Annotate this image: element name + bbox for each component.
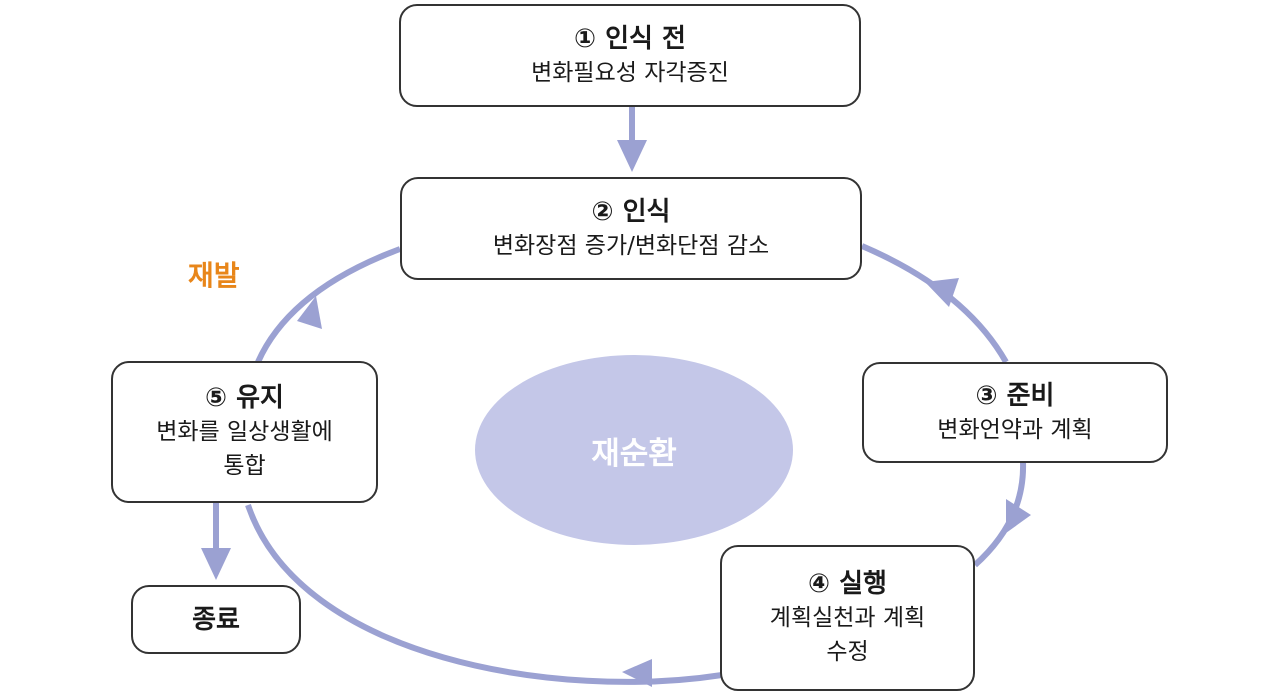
stage-contemplation-box: ② 인식 변화장점 증가/변화단점 감소 (400, 177, 862, 280)
stage-description: 계획실천과 계획 수정 (769, 605, 926, 665)
arrowhead-icon (1006, 499, 1031, 533)
relapse-label: 재발 (188, 259, 240, 292)
stage-title: ⑤ 유지 (205, 383, 284, 413)
stage-description: 변화언약과 계획 (937, 416, 1093, 443)
stage-description: 변화필요성 자각증진 (531, 59, 729, 86)
arrowhead-down-icon (617, 140, 647, 172)
arrowhead-up-icon (297, 296, 322, 329)
stage-title: ③ 준비 (975, 380, 1055, 411)
recycling-label: 재순환 (591, 435, 677, 472)
stage-description: 변화장점 증가/변화단점 감소 (492, 232, 770, 259)
stage-precontemplation-box: ① 인식 전 변화필요성 자각증진 (399, 4, 861, 107)
stage-title: ① 인식 전 (574, 23, 686, 54)
stage-maintenance-box: ⑤ 유지 변화를 일상생활에 통합 (111, 361, 378, 503)
stage-description: 변화를 일상생활에 통합 (156, 419, 333, 479)
arrowhead-down-icon (201, 548, 231, 580)
stage-title: ④ 실행 (808, 569, 887, 599)
stage-preparation-box: ③ 준비 변화언약과 계획 (862, 362, 1168, 463)
stage-action-box: ④ 실행 계획실천과 계획 수정 (720, 545, 975, 691)
arrowhead-icon (925, 278, 959, 307)
arc-maintenance-to-contemplation (255, 246, 402, 364)
arrowhead-left-icon (622, 659, 652, 687)
stage-title: ② 인식 (591, 196, 671, 227)
end-box: 종료 (131, 585, 301, 654)
end-label: 종료 (192, 604, 240, 635)
arc-contemplation-to-preparation (860, 243, 1009, 364)
recycling-ellipse (475, 355, 793, 545)
